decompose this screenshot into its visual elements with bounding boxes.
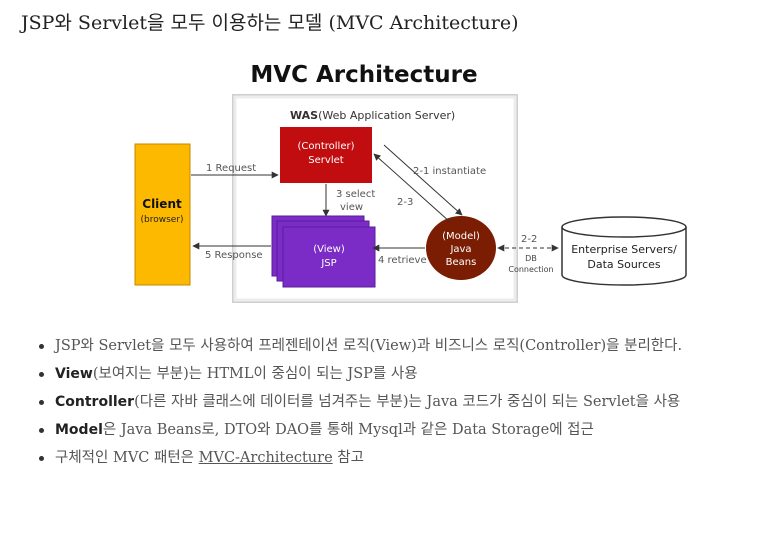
select-view-label-1: 3 select — [336, 189, 375, 200]
section-heading: JSP와 Servlet을 모두 이용하는 모델 (MVC Architectu… — [21, 12, 519, 34]
step-23-arrow — [373, 153, 451, 223]
db-cylinder-top — [561, 216, 687, 238]
model-ellipse — [426, 216, 496, 280]
instantiate-label: 2-1 instantiate — [413, 166, 486, 177]
diagram-title: MVC Architecture — [250, 62, 477, 88]
note-item: Model은 Java Beans로, DTO와 DAO를 통해 Mysql과 … — [39, 418, 755, 442]
controller-label-1: (Controller) — [298, 141, 355, 152]
response-label: 5 Response — [205, 250, 263, 261]
model-label-2: Java — [449, 244, 471, 255]
mvc-architecture-diagram: MVC Architecture WAS(Web Application Ser… — [134, 62, 687, 303]
select-view-label-2: view — [340, 202, 363, 213]
client-subtitle: (browser) — [140, 215, 183, 225]
model-label-3: Beans — [446, 257, 477, 268]
view-label-2: JSP — [320, 258, 336, 269]
mvc-architecture-link[interactable]: MVC-Architecture — [198, 450, 333, 466]
request-label: 1 Request — [206, 163, 256, 174]
controller-label-2: Servlet — [308, 155, 343, 166]
notes-list: JSP와 Servlet을 모두 사용하여 프레젠테이션 로직(View)과 비… — [33, 334, 755, 474]
instantiate-arrow — [383, 144, 463, 216]
note-item: 구체적인 MVC 패턴은 MVC-Architecture 참고 — [39, 446, 755, 470]
db-cylinder — [561, 227, 687, 286]
db-connection-label-2: Connection — [508, 265, 553, 274]
client-box — [134, 143, 191, 286]
note-item: View(보여지는 부분)는 HTML이 중심이 되는 JSP를 사용 — [39, 362, 755, 386]
db-connection-label-1: DB — [525, 254, 537, 263]
retrieve-label: 4 retrieve — [378, 255, 427, 266]
was-label: WAS(Web Application Server) — [290, 109, 455, 122]
step-22-label: 2-2 — [521, 234, 537, 245]
view-box — [282, 226, 376, 288]
note-item: JSP와 Servlet을 모두 사용하여 프레젠테이션 로직(View)과 비… — [39, 334, 755, 358]
client-title: Client — [142, 197, 182, 211]
db-label-1: Enterprise Servers/ — [571, 243, 677, 256]
view-label-1: (View) — [313, 244, 345, 255]
model-label-1: (Model) — [442, 231, 480, 242]
step-23-label: 2-3 — [397, 197, 413, 208]
controller-box — [280, 127, 372, 183]
db-label-2: Data Sources — [587, 258, 661, 271]
note-item: Controller(다른 자바 클래스에 데이터를 넘겨주는 부분)는 Jav… — [39, 390, 755, 414]
